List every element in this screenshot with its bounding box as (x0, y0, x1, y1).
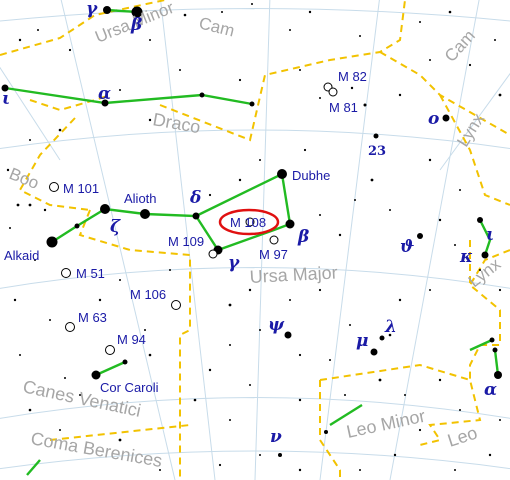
label-omicron-uma: o (428, 109, 439, 129)
star-lyn-2 (489, 337, 495, 343)
m109-marker (208, 249, 218, 259)
label-psi-uma: ψ (268, 315, 285, 335)
m106-marker (171, 300, 181, 310)
star-lambda-uma (379, 335, 385, 341)
label-dubhe: Dubhe (292, 168, 330, 183)
label-m108: M 108 (230, 215, 266, 230)
star-iota-dra (1, 84, 9, 92)
star-mu-uma (370, 348, 378, 356)
star-iota-uma (477, 217, 483, 223)
label-alioth: Alioth (124, 191, 157, 206)
star-merak (285, 219, 295, 229)
label-mu-uma: μ (356, 331, 368, 351)
label-gamma-umi: γ (86, 0, 98, 19)
label-lynx-top: Lynx (453, 110, 488, 150)
label-coma-berenices: Coma Berenices (29, 428, 164, 471)
label-nu-uma: ν (270, 427, 282, 447)
m101-marker (49, 182, 59, 192)
bright-stars (1, 6, 502, 380)
star-mizar (100, 204, 110, 214)
star-theta-uma (417, 233, 423, 239)
star-alpha-lyn (494, 371, 502, 379)
star-dubhe (277, 169, 287, 179)
constellation-lines (4, 8, 500, 476)
star-megrez (192, 212, 200, 220)
m51-marker (61, 268, 71, 278)
label-kappa-uma: κ (459, 247, 473, 267)
label-cam-top: Cam (197, 13, 236, 40)
star-zeta-uma-2 (74, 223, 80, 229)
deep-sky-objects (49, 82, 338, 355)
star-gamma-umi (103, 6, 111, 14)
label-theta-uma: ϑ (400, 237, 414, 257)
label-alpha-lyn: α (484, 380, 497, 400)
m81-marker (328, 87, 338, 97)
star-alpha-dra (101, 99, 109, 107)
label-alkaid: Alkaid (4, 248, 39, 263)
label-beta-umi: β (130, 15, 142, 35)
star-lyn-3 (492, 347, 498, 353)
label-ursa-major: Ursa Major (249, 262, 338, 287)
label-m63: M 63 (78, 310, 107, 325)
label-gamma-uma: γ (228, 253, 240, 273)
label-m82: M 82 (338, 69, 367, 84)
label-m51: M 51 (76, 266, 105, 281)
star-omicron-uma (442, 114, 450, 122)
label-alpha-dra: α (98, 84, 111, 104)
m97-marker (269, 235, 279, 245)
m63-marker (65, 322, 75, 332)
m108-highlight-ellipse (218, 208, 280, 236)
label-zeta-uma: ζ (110, 217, 121, 237)
label-m97: M 97 (259, 247, 288, 262)
star-kappa-uma (481, 251, 489, 259)
label-delta-uma: δ (189, 188, 201, 208)
star-draco-2 (199, 92, 205, 98)
m94-marker (105, 345, 115, 355)
star-alioth (140, 209, 150, 219)
label-iota-dra: ι (2, 89, 10, 109)
label-m94: M 94 (117, 332, 146, 347)
m108-marker (245, 217, 255, 227)
label-lambda-uma: λ (384, 317, 397, 337)
star-cvn-2 (122, 359, 128, 365)
star-beta-umi (131, 6, 143, 18)
star-psi-uma (284, 331, 292, 339)
star-draco-3 (249, 101, 255, 107)
label-boo: Boo (7, 164, 42, 193)
label-m109: M 109 (168, 234, 204, 249)
faint-stars (6, 3, 502, 472)
label-leo: Leo (445, 422, 480, 450)
label-beta-uma: β (297, 227, 309, 247)
star-alkaid (46, 236, 58, 248)
label-iota-uma: ι (486, 225, 494, 245)
label-m106: M 106 (130, 287, 166, 302)
star-cor-caroli (91, 370, 101, 380)
star-23-uma (373, 133, 379, 139)
label-leo-minor: Leo Minor (345, 406, 427, 442)
label-m81: M 81 (329, 100, 358, 115)
label-cor-caroli: Cor Caroli (100, 380, 159, 395)
label-m101: M 101 (63, 181, 99, 196)
label-23-uma: 23 (368, 144, 386, 159)
